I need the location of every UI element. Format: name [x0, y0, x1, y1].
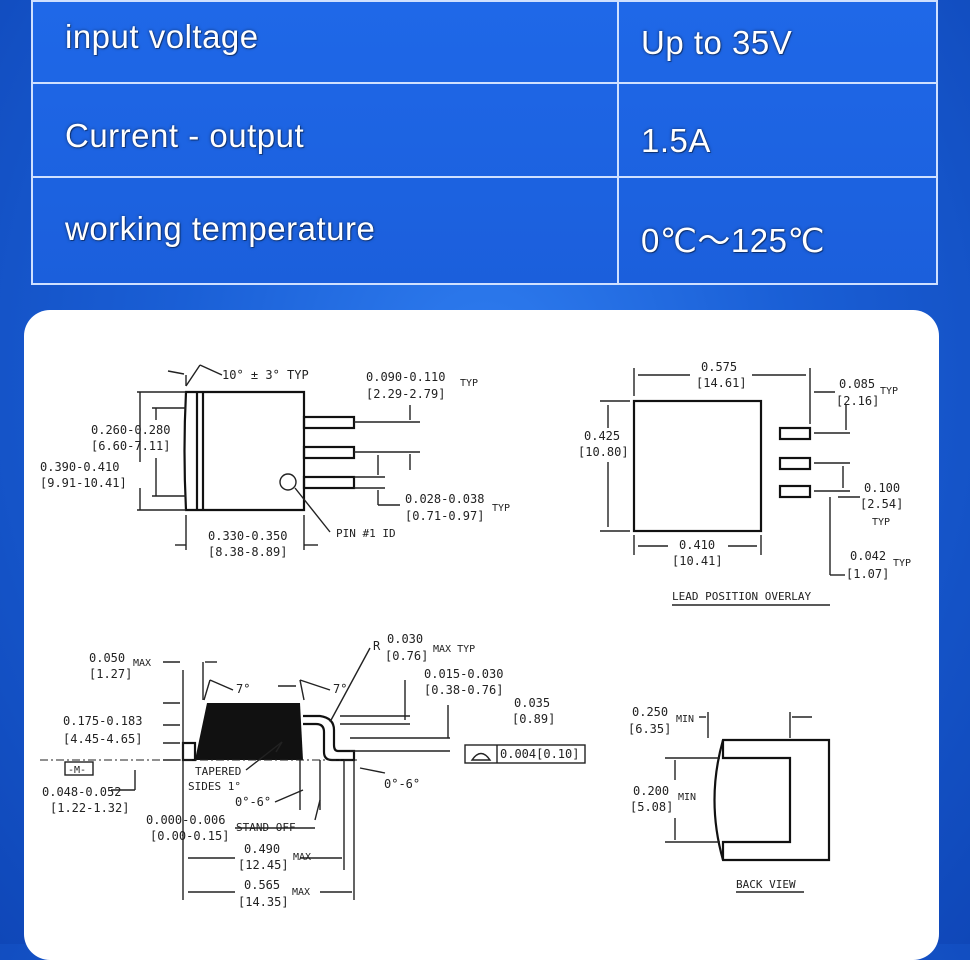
- body-height-inch: 0.175-0.183: [63, 714, 142, 728]
- overlay-height-mm: [10.80]: [578, 445, 629, 459]
- body-height-inch: 0.260-0.280: [91, 423, 170, 437]
- tapered-sides-label: SIDES 1°: [188, 780, 241, 793]
- lead-pitch-mm: [2.29-2.79]: [366, 387, 445, 401]
- lead-thickness-mm: [0.38-0.76]: [424, 683, 503, 697]
- flatness-value: 0.004[0.10]: [500, 747, 579, 761]
- foot-length-mm: [0.89]: [512, 712, 555, 726]
- min-label: MIN: [676, 714, 694, 725]
- lead-width-inch: 0.028-0.038: [405, 492, 484, 506]
- spec-value: 0℃～125℃: [641, 222, 826, 259]
- max-label: MAX: [293, 852, 311, 863]
- total-height-mm: [9.91-10.41]: [40, 476, 127, 490]
- back-height-mm: [5.08]: [630, 800, 673, 814]
- top-view: 10° ± 3° TYP 0.090-0.110 [2.29-2.79] TYP…: [40, 364, 510, 559]
- spec-row-working-temperature: working temperature 0℃～125℃: [33, 176, 936, 285]
- overlay-height-inch: 0.425: [584, 429, 620, 443]
- side-angle-3: 0°-6°: [235, 795, 271, 809]
- spec-value: Up to 35V: [641, 24, 793, 61]
- side-angle-1: 7°: [236, 682, 250, 696]
- body-width-inch: 0.330-0.350: [208, 529, 287, 543]
- spec-table: input voltage Up to 35V Current - output…: [31, 0, 938, 285]
- pitch-mm: [2.54]: [860, 497, 903, 511]
- pad-mm: [2.16]: [836, 394, 879, 408]
- lead-length-inch: 0.042: [850, 549, 886, 563]
- overlay-body-inch: 0.410: [679, 538, 715, 552]
- typ-label: TYP: [893, 558, 911, 569]
- spec-label: working temperature: [65, 210, 376, 247]
- lead-position-overlay: 0.575 [14.61] 0.425 [10.80] 0.085 [2.16]…: [578, 360, 911, 606]
- max-label: MAX: [292, 887, 310, 898]
- radius-suffix: MAX TYP: [433, 644, 475, 655]
- standoff-label: STAND-OFF: [236, 821, 296, 834]
- width-490-mm: [12.45]: [238, 858, 289, 872]
- standoff-inch: 0.000-0.006: [146, 813, 225, 827]
- foot-angle: 0°-6°: [384, 777, 420, 791]
- typ-label: TYP: [880, 386, 898, 397]
- max-height-mm: [1.27]: [89, 667, 132, 681]
- back-width-inch: 0.250: [632, 705, 668, 719]
- typ-label: TYP: [492, 503, 510, 514]
- radius-prefix: R: [373, 639, 381, 653]
- foot-length-inch: 0.035: [514, 696, 550, 710]
- column-divider: [617, 2, 619, 283]
- pitch-inch: 0.100: [864, 481, 900, 495]
- overlay-caption: LEAD POSITION OVERLAY: [672, 590, 811, 603]
- overlay-body-mm: [10.41]: [672, 554, 723, 568]
- back-view: 0.250 [6.35] MIN 0.200 [5.08] MIN BACK V…: [628, 705, 831, 893]
- width-565-inch: 0.565: [244, 878, 280, 892]
- radius-mm: [0.76]: [385, 649, 428, 663]
- side-angle-2: 7°: [333, 682, 347, 696]
- max-height-inch: 0.050: [89, 651, 125, 665]
- typ-label: TYP: [872, 517, 890, 528]
- tab-height-mm: [1.22-1.32]: [50, 801, 129, 815]
- min-label: MIN: [678, 792, 696, 803]
- radius-inch: 0.030: [387, 632, 423, 646]
- spec-row-input-voltage: input voltage Up to 35V: [33, 0, 936, 82]
- pad-inch: 0.085: [839, 377, 875, 391]
- spec-value: 1.5A: [641, 122, 711, 159]
- overlay-width-mm: [14.61]: [696, 376, 747, 390]
- tapered-label: TAPERED: [195, 765, 241, 778]
- width-565-mm: [14.35]: [238, 895, 289, 909]
- body-height-mm: [6.60-7.11]: [91, 439, 170, 453]
- draft-angle-label: 10° ± 3° TYP: [222, 368, 309, 382]
- pin-id-label: PIN #1 ID: [336, 527, 396, 540]
- total-height-inch: 0.390-0.410: [40, 460, 119, 474]
- spec-row-current-output: Current - output 1.5A: [33, 82, 936, 176]
- lead-length-mm: [1.07]: [846, 567, 889, 581]
- standoff-mm: [0.00-0.15]: [150, 829, 229, 843]
- mechanical-drawing-panel: 10° ± 3° TYP 0.090-0.110 [2.29-2.79] TYP…: [24, 310, 939, 960]
- spec-label: input voltage: [65, 18, 259, 55]
- tab-height-inch: 0.048-0.052: [42, 785, 121, 799]
- package-dimension-drawing: 10° ± 3° TYP 0.090-0.110 [2.29-2.79] TYP…: [40, 360, 911, 909]
- lead-pitch-inch: 0.090-0.110: [366, 370, 445, 384]
- back-height-inch: 0.200: [633, 784, 669, 798]
- back-view-caption: BACK VIEW: [736, 878, 796, 891]
- side-view: 0.050 [1.27] MAX 7° 7° R 0.030 [0.76] MA…: [40, 632, 586, 909]
- body-width-mm: [8.38-8.89]: [208, 545, 287, 559]
- overlay-width-inch: 0.575: [701, 360, 737, 374]
- back-width-mm: [6.35]: [628, 722, 671, 736]
- spec-label: Current - output: [65, 117, 305, 154]
- width-490-inch: 0.490: [244, 842, 280, 856]
- max-label: MAX: [133, 658, 151, 669]
- lead-width-mm: [0.71-0.97]: [405, 509, 484, 523]
- lead-thickness-inch: 0.015-0.030: [424, 667, 503, 681]
- body-height-mm: [4.45-4.65]: [63, 732, 142, 746]
- typ-label: TYP: [460, 378, 478, 389]
- datum-label: -M-: [68, 765, 86, 776]
